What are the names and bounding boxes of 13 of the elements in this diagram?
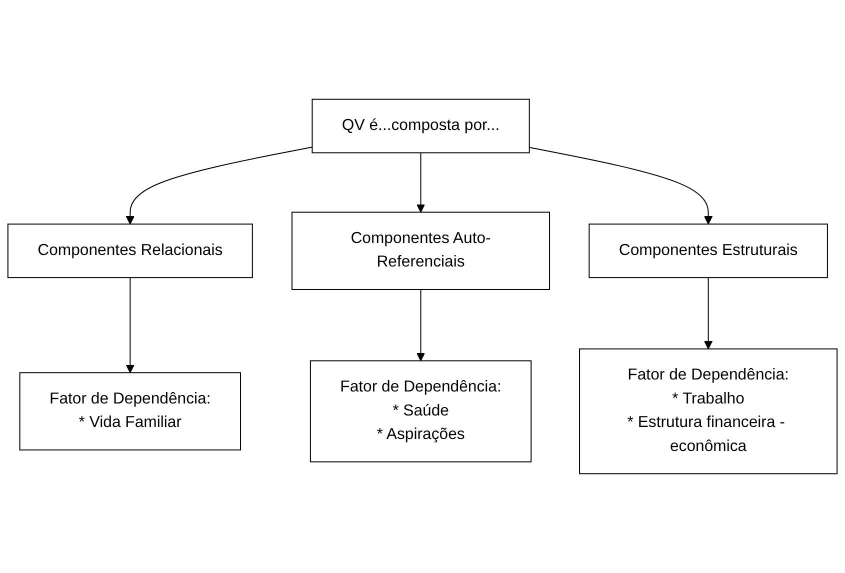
node-box: Componentes Auto-Referenciais xyxy=(292,212,550,290)
node-box: Fator de Dependência: * Saúde * Aspirações xyxy=(310,360,532,462)
arrow xyxy=(704,277,713,350)
arrow xyxy=(528,146,713,224)
node-box: Componentes Estruturais xyxy=(588,224,828,278)
node-box: Componentes Relacionais xyxy=(7,224,253,278)
node-box: QV é...composta por... xyxy=(312,98,530,154)
node-box: Fator de Dependência: * Trabalho * Estrutura financeira - econômica xyxy=(579,348,838,474)
arrow xyxy=(416,288,426,362)
arrow xyxy=(126,277,134,374)
node-box: Fator de Dependência: * Vida Familiar xyxy=(19,372,241,450)
arrow xyxy=(126,146,313,224)
arrow xyxy=(416,152,426,213)
